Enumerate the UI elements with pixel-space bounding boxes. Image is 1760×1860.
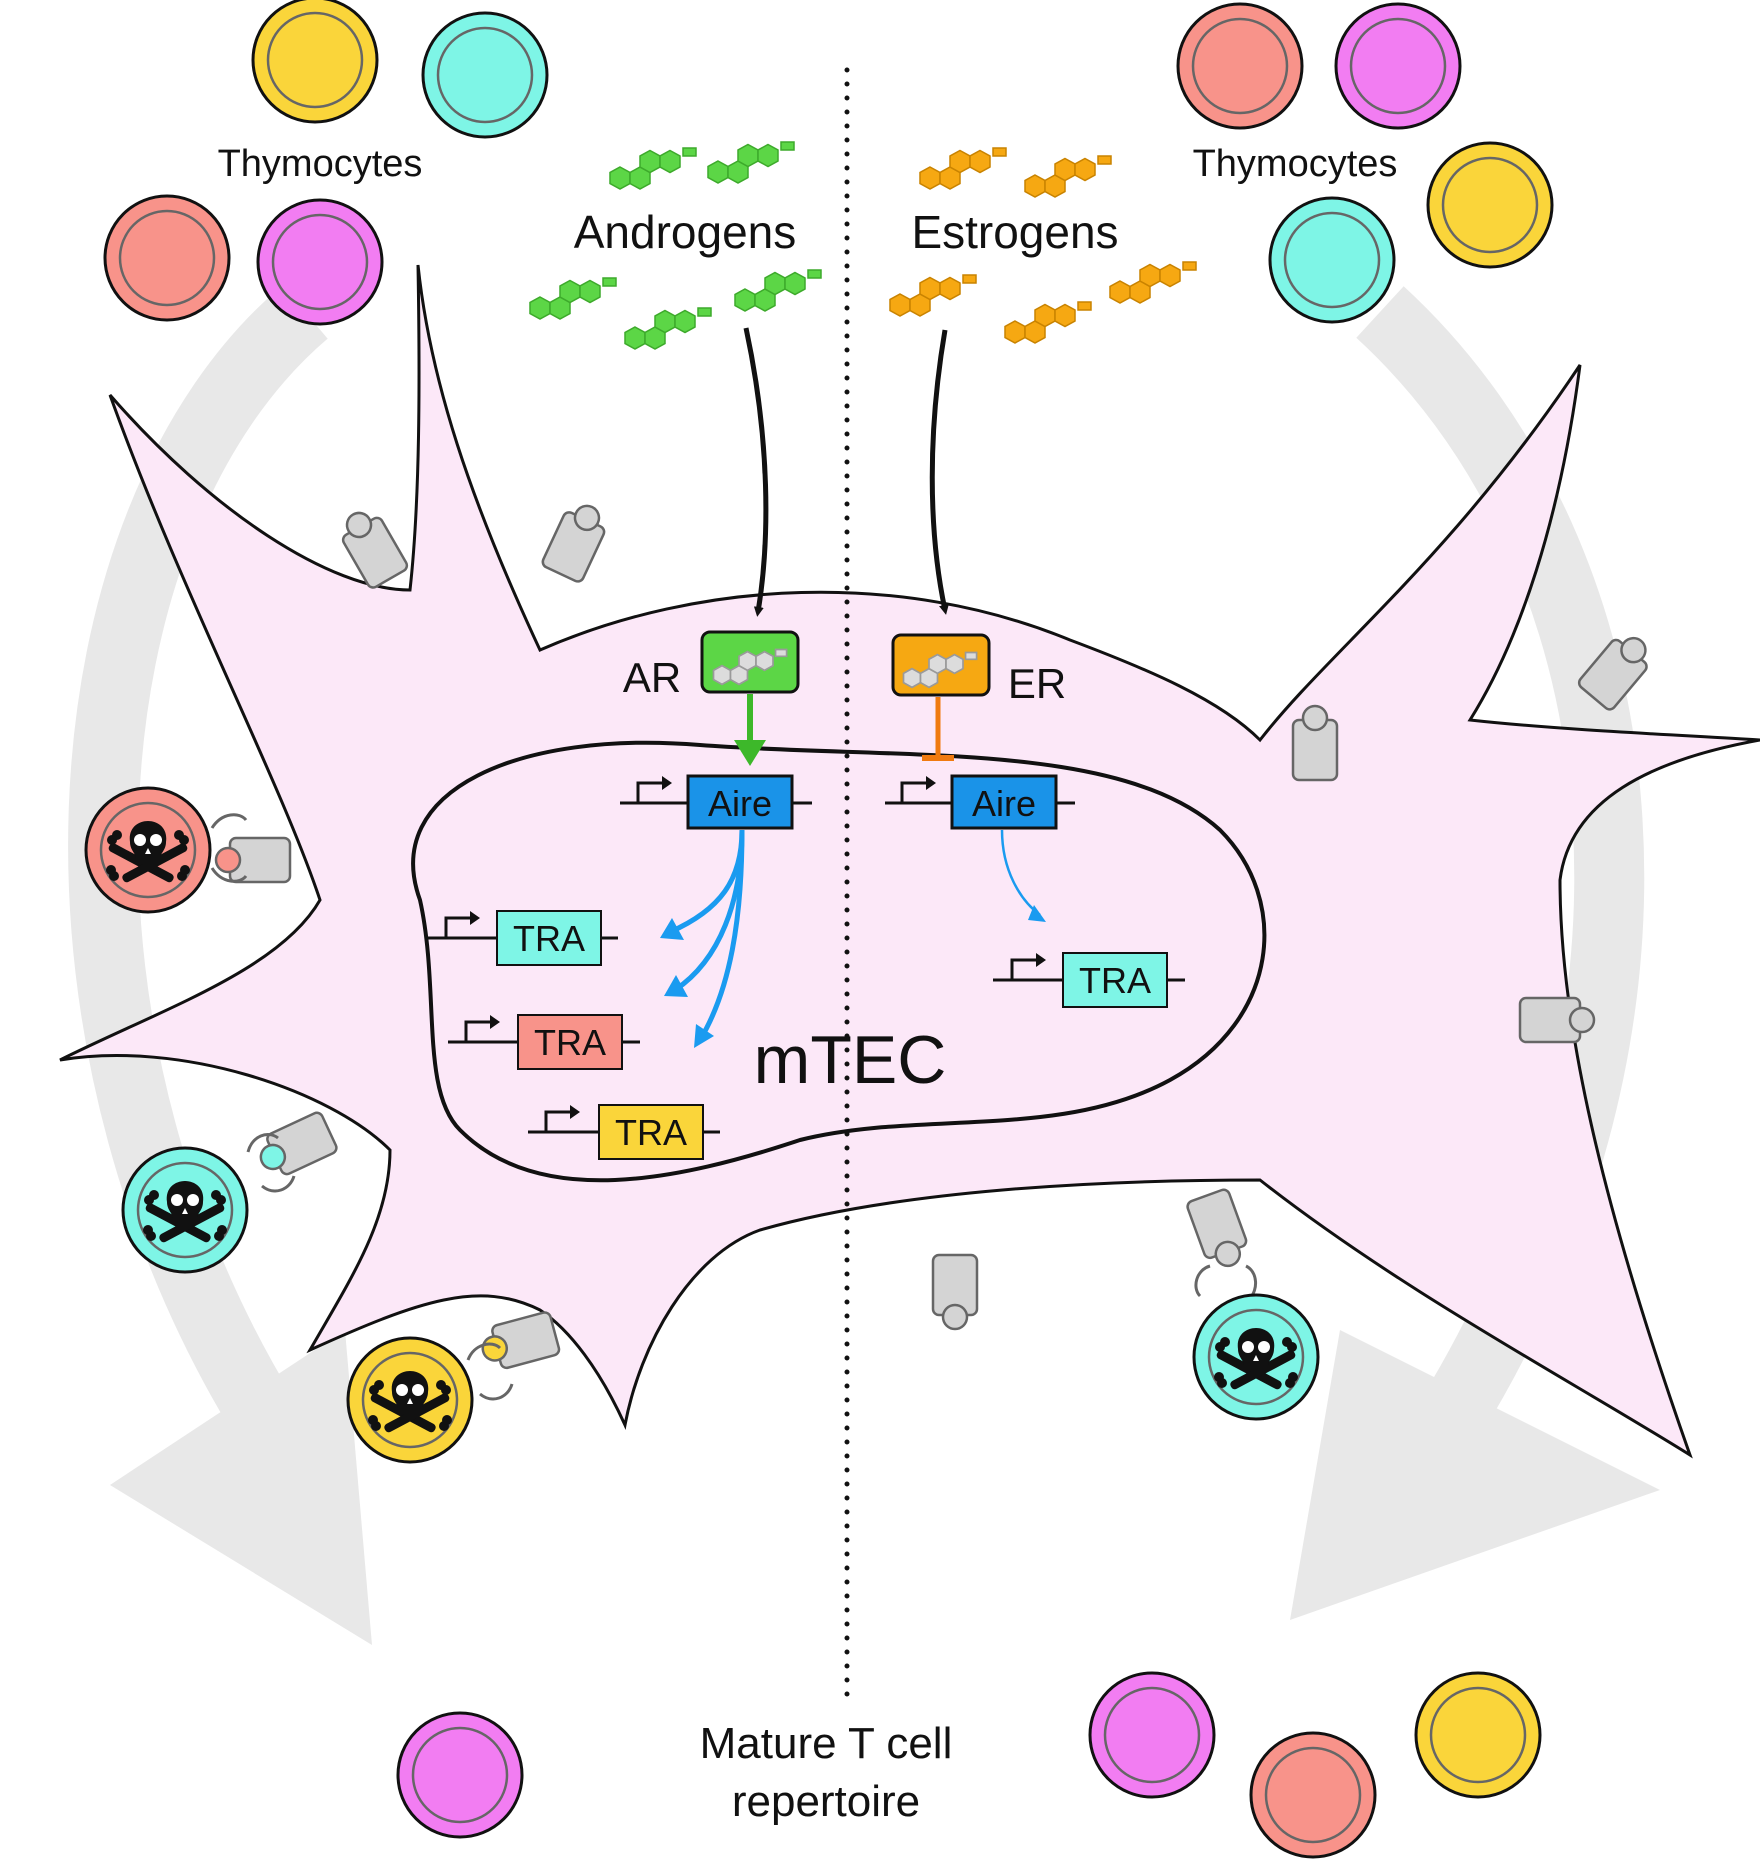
- aire-label-left: Aire: [708, 783, 772, 824]
- hexagon-molecule-icon: [609, 147, 697, 190]
- thymocyte-salmon-top-left: [103, 194, 231, 322]
- mtec-nucleus: [411, 740, 1267, 1183]
- mhc-receptor: [541, 504, 606, 583]
- mhc-receptor: [214, 836, 292, 884]
- mature-t-cell-yellow-right: [1414, 1671, 1542, 1799]
- hexagon-molecule-icon: [1004, 301, 1092, 344]
- mtec-label: mTEC: [754, 1022, 947, 1098]
- hexagon-molecule-icon: [529, 277, 617, 320]
- mhc-receptor: [1577, 636, 1648, 711]
- tra-label-3: TRA: [615, 1112, 687, 1153]
- androgen-entry-arrow: [743, 327, 769, 617]
- tra-label-1: TRA: [513, 918, 585, 959]
- mhc-receptor: [931, 1253, 979, 1331]
- er-label: ER: [1008, 660, 1066, 707]
- mature-t-cell-salmon-right: [1249, 1731, 1377, 1859]
- androgens-label: Androgens: [574, 206, 797, 258]
- mature-t-cell-magenta-right: [1088, 1671, 1216, 1799]
- mhc-receptor: [1518, 996, 1596, 1044]
- hexagon-molecule-icon: [734, 269, 822, 312]
- mhc-receptor: [481, 1311, 561, 1370]
- hexagon-molecule-icon: [707, 141, 795, 184]
- dying-thymocyte-salmon: [84, 786, 212, 914]
- thymocyte-yellow-top-left: [251, 0, 379, 124]
- dying-thymocyte-cyan: [121, 1146, 249, 1274]
- aire-to-tra-arrow-right: [1000, 829, 1046, 922]
- thymocytes-label-left: Thymocytes: [218, 143, 423, 185]
- thymocyte-cyan-top-left: [421, 11, 549, 139]
- tra-gene-yellow: [528, 1103, 720, 1160]
- hexagon-molecule-icon: [919, 147, 1007, 190]
- ar-activation-arrow: [734, 694, 766, 766]
- mhc-receptor: [259, 1111, 338, 1176]
- aire-to-tra-arrows-left: [660, 829, 745, 1048]
- thymocyte-salmon-top-right: [1176, 2, 1304, 130]
- hexagon-molecule-icon: [889, 274, 977, 317]
- aire-gene-left: [620, 774, 812, 830]
- mhc-receptors: [214, 504, 1648, 1370]
- thymocytes-label-right: Thymocytes: [1193, 143, 1398, 185]
- thymocyte-magenta-top-left: [256, 198, 384, 326]
- hexagon-molecule-icon: [1024, 155, 1112, 198]
- mature-repertoire-line1: Mature T cell: [700, 1719, 953, 1768]
- tra-gene-cyan-right: [993, 951, 1185, 1008]
- mhc-receptor: [341, 511, 409, 589]
- mature-repertoire-line2: repertoire: [732, 1777, 920, 1826]
- dying-thymocyte-yellow: [346, 1336, 474, 1464]
- androgen-receptor: [700, 630, 800, 694]
- tra-gene-salmon: [448, 1013, 640, 1070]
- tra-label-2: TRA: [534, 1022, 606, 1063]
- estrogen-receptor: [891, 633, 991, 697]
- hexagon-molecule-icon: [624, 307, 712, 350]
- estrogens-label: Estrogens: [911, 206, 1118, 258]
- ar-label: AR: [623, 654, 681, 701]
- mature-t-cell-magenta-left: [396, 1711, 524, 1839]
- thymocyte-yellow-top-right: [1426, 141, 1554, 269]
- tra-label-4: TRA: [1079, 960, 1151, 1001]
- er-inhibition-bar: [922, 697, 954, 761]
- tcr-grips: [210, 813, 1257, 1401]
- dying-thymocyte-cyan-right: [1192, 1293, 1320, 1421]
- aire-label-right: Aire: [972, 783, 1036, 824]
- thymocyte-magenta-top-right: [1334, 2, 1462, 130]
- aire-gene-right: [885, 774, 1075, 830]
- tra-gene-cyan-left: [428, 909, 618, 966]
- mhc-receptor: [1186, 1188, 1248, 1268]
- hexagon-molecule-icon: [1109, 261, 1197, 304]
- mhc-receptor: [1291, 704, 1339, 782]
- estrogen-entry-arrow: [929, 329, 949, 615]
- thymocyte-cyan-top-right: [1268, 196, 1396, 324]
